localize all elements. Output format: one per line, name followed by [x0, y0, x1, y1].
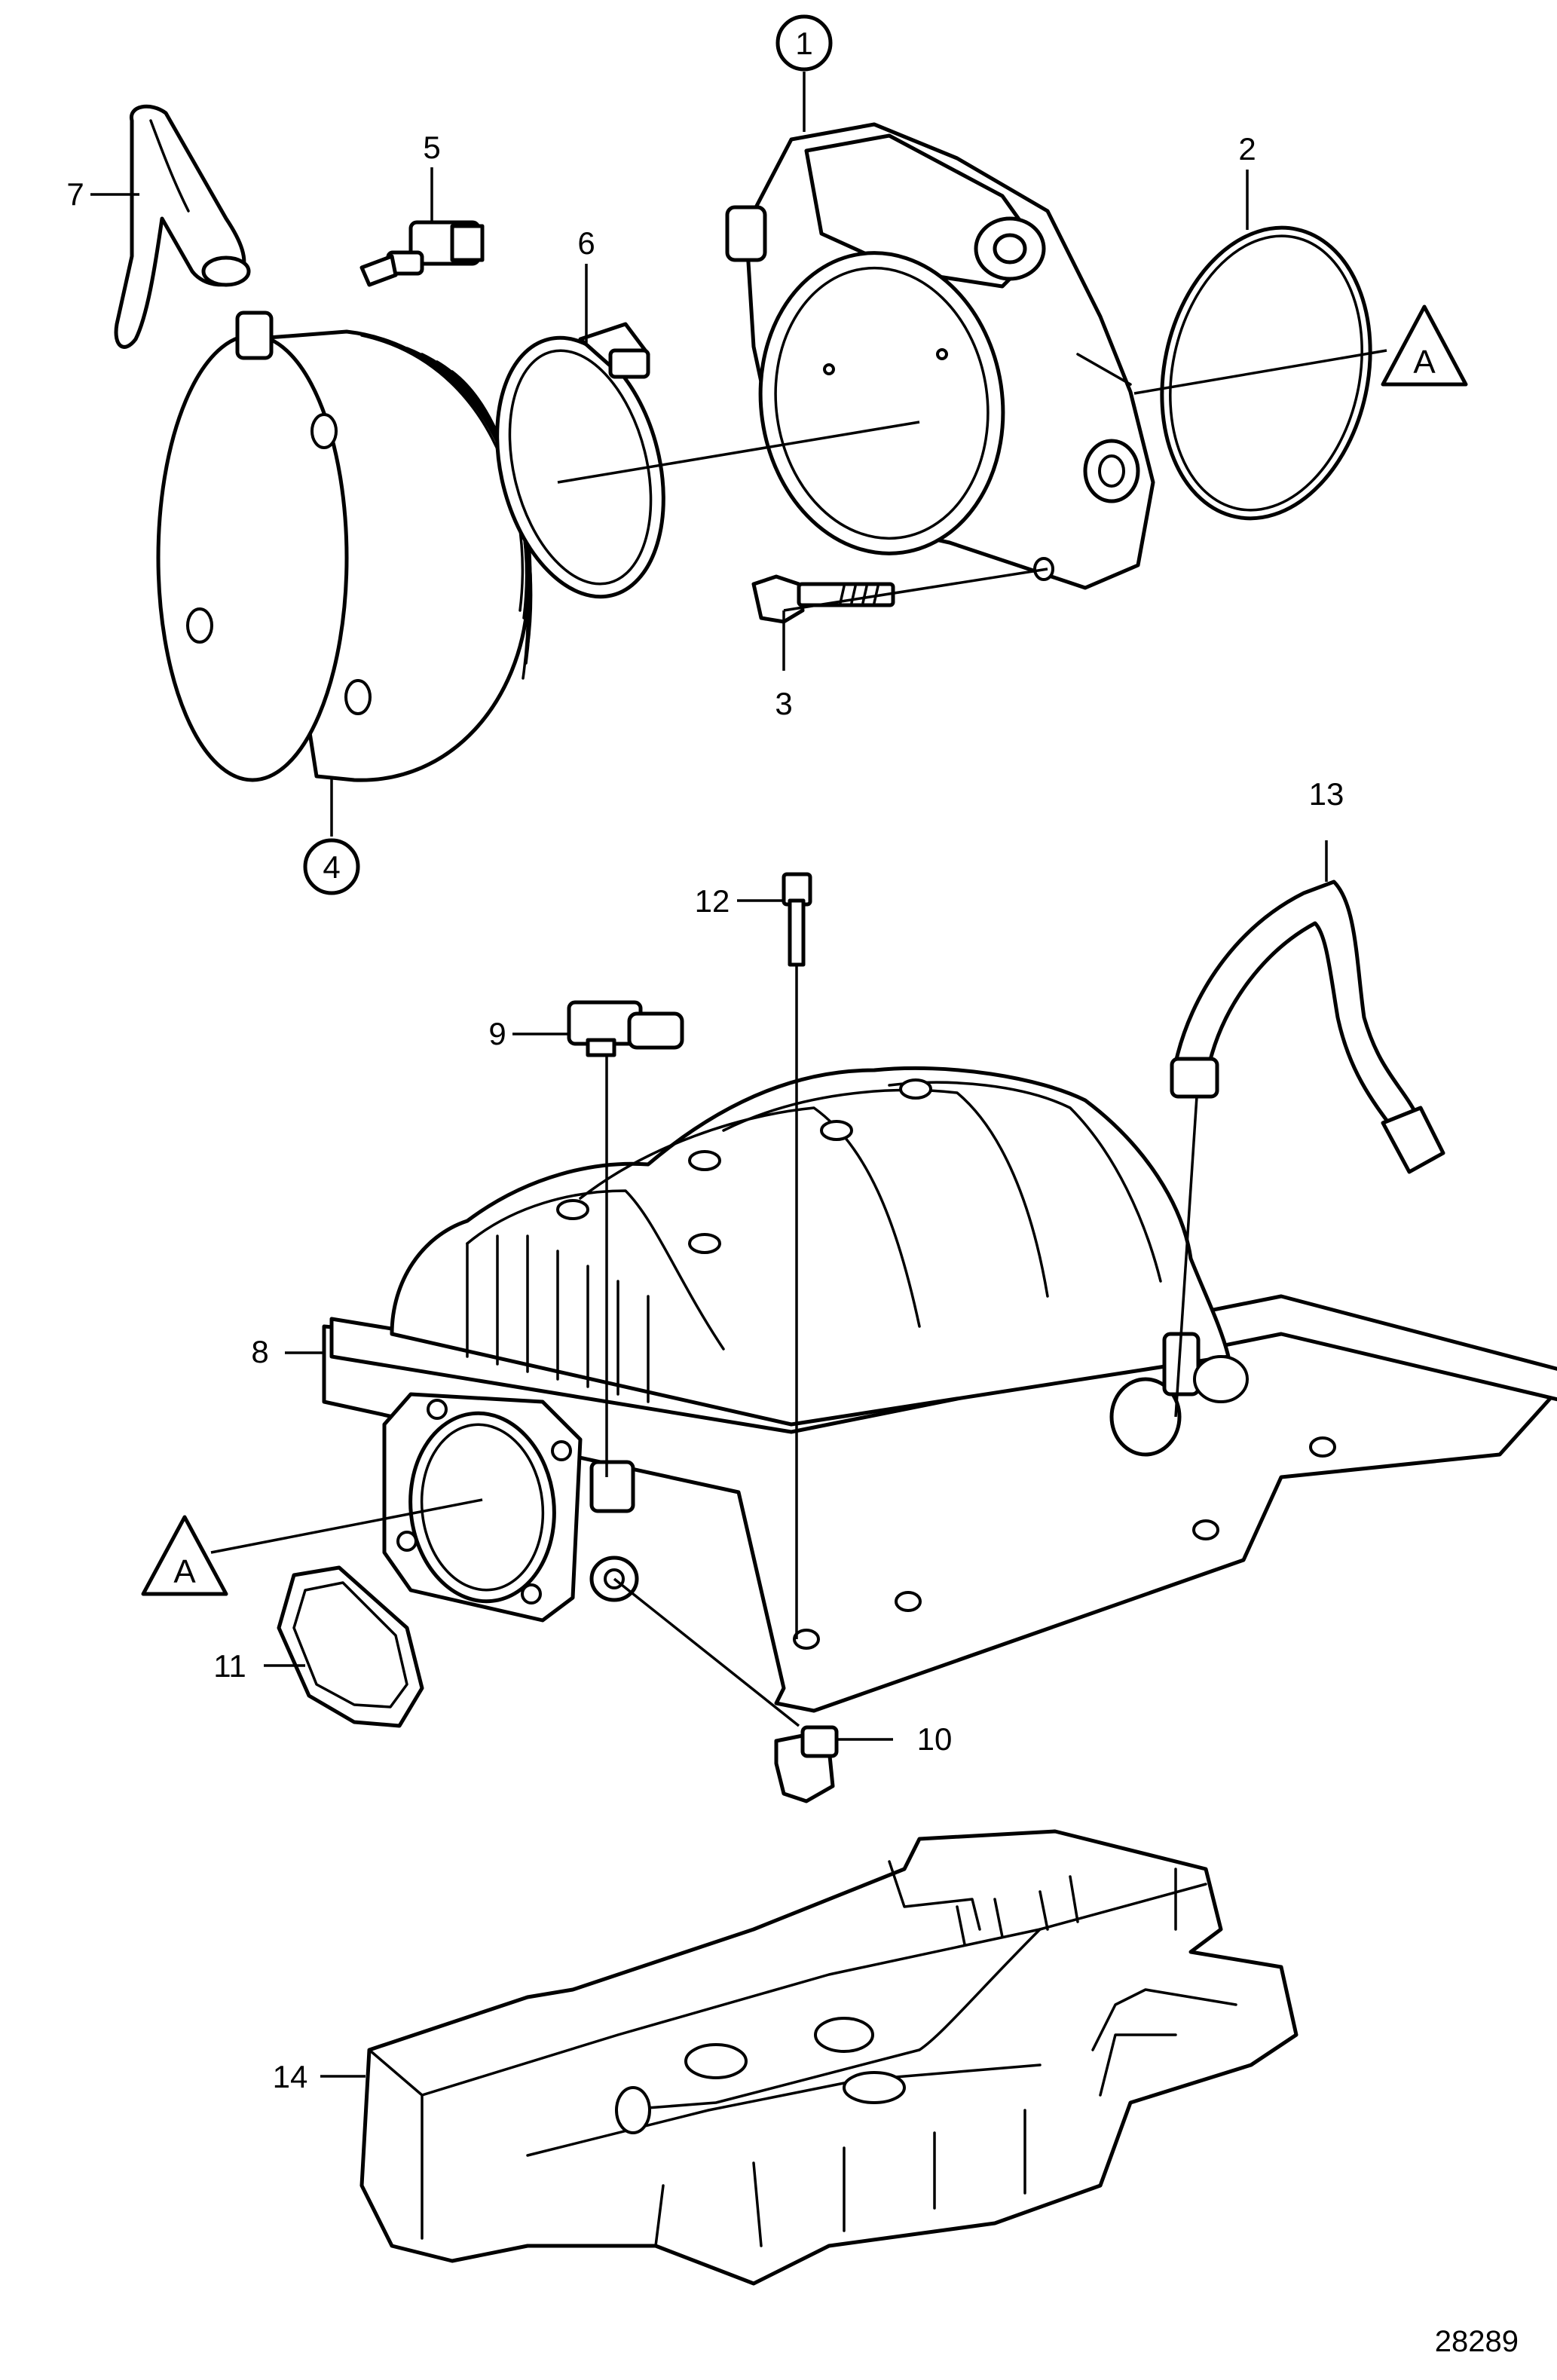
- callout-9: 9: [488, 1016, 506, 1051]
- part-2-gasket[interactable]: [1136, 208, 1396, 538]
- reference-marker-bottom: A: [141, 1498, 483, 1596]
- cover-opening: [843, 2071, 906, 2104]
- cooler-bolt-hole: [344, 679, 372, 715]
- callout-3: 3: [775, 686, 792, 721]
- cover-opening: [684, 2043, 748, 2079]
- callout-10: 10: [917, 1721, 953, 1757]
- part-1-throttle-body[interactable]: [725, 122, 1155, 590]
- svg-text:4: 4: [323, 849, 340, 885]
- callout-12: 12: [695, 883, 730, 919]
- flange-bolt-hole: [396, 1531, 418, 1552]
- flange-bolt-hole: [521, 1583, 542, 1605]
- part-13-vent-hose[interactable]: [1170, 879, 1445, 1174]
- callout-5: 5: [423, 130, 440, 165]
- manifold-port: [1193, 1355, 1249, 1403]
- throttle-port: [1098, 454, 1125, 488]
- part-14-cover[interactable]: [359, 1829, 1299, 2286]
- callout-2: 2: [1238, 131, 1256, 167]
- leader-lines: [90, 72, 1328, 2078]
- callout-6: 6: [577, 225, 595, 261]
- manifold-boss: [688, 1233, 721, 1254]
- svg-text:A: A: [173, 1553, 196, 1590]
- manifold-bolt-hole: [1309, 1436, 1336, 1458]
- callout-8: 8: [251, 1334, 268, 1369]
- throttle-plate-screw: [823, 363, 835, 375]
- callout-13: 13: [1309, 776, 1344, 812]
- svg-text:A: A: [1413, 344, 1436, 381]
- part-10-sensor[interactable]: [774, 1725, 839, 1803]
- document-number: 28289: [1435, 2325, 1519, 2358]
- manifold-bolt-hole: [1192, 1519, 1219, 1540]
- cooler-bolt-hole: [186, 607, 213, 644]
- throttle-plate-screw: [936, 348, 948, 360]
- cooler-bolt-hole: [310, 413, 338, 449]
- manifold-boss: [899, 1078, 932, 1100]
- manifold-bolt-hole: [895, 1591, 922, 1612]
- part-4-cooler[interactable]: [156, 311, 533, 782]
- part-9-sensor[interactable]: [567, 1000, 684, 1057]
- callout-4: 4: [303, 838, 360, 895]
- part-12-stud[interactable]: [782, 872, 812, 967]
- manifold-boss: [820, 1120, 853, 1141]
- callout-14: 14: [273, 2059, 308, 2094]
- part-3-bolt[interactable]: [751, 574, 895, 624]
- part-5-sensor[interactable]: [359, 220, 485, 287]
- manifold-bolt-hole: [793, 1629, 820, 1650]
- part-7-hose[interactable]: [114, 104, 251, 349]
- cover-opening: [814, 2017, 874, 2053]
- manifold-boss: [556, 1199, 589, 1220]
- svg-text:1: 1: [795, 26, 812, 61]
- manifold-boss: [688, 1150, 721, 1171]
- callout-11: 11: [213, 1648, 246, 1684]
- callout-1: 1: [775, 14, 833, 72]
- part-8-intake-manifold[interactable]: [322, 1066, 1557, 1713]
- part-6-clamp[interactable]: [472, 320, 689, 614]
- cover-opening: [615, 2086, 651, 2134]
- part-11-gasket[interactable]: [277, 1565, 424, 1728]
- callout-7: 7: [66, 176, 84, 212]
- flange-bolt-hole: [427, 1399, 448, 1420]
- reference-marker-top: A: [1133, 304, 1468, 395]
- flange-bolt-hole: [551, 1440, 572, 1461]
